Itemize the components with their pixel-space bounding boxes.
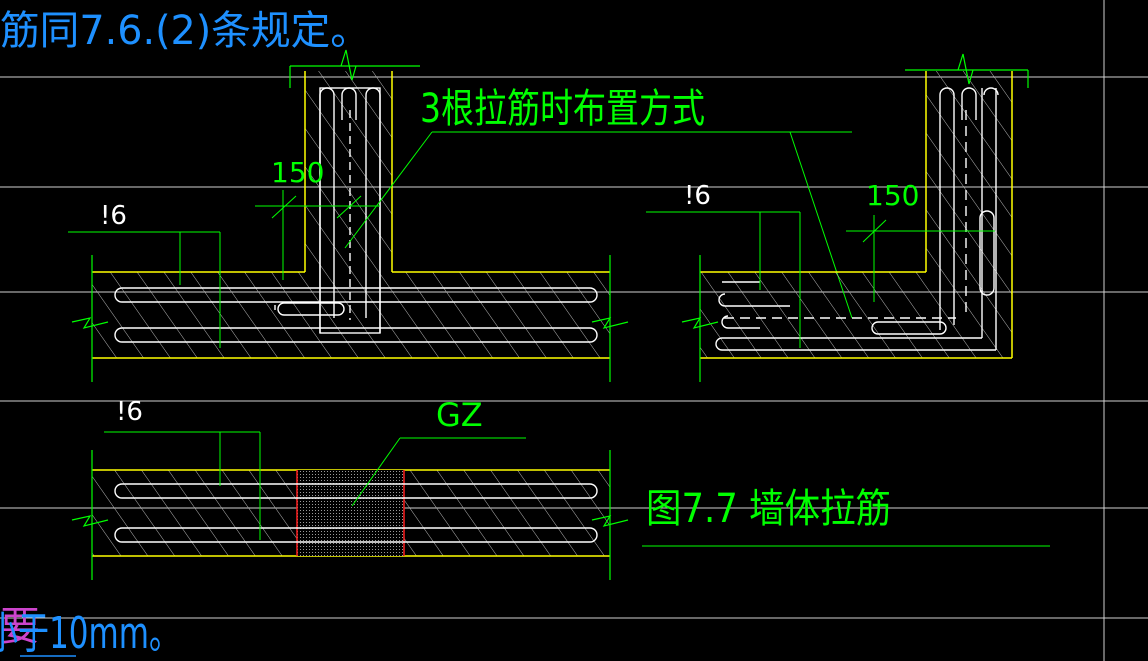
header-text: 筋同7.6.(2)条规定。 — [0, 8, 370, 54]
footer-mark: 要 — [0, 604, 40, 650]
left-t-wall: !6 150 — [68, 49, 629, 382]
dim-150-right: 150 — [866, 179, 919, 212]
label-gz: GZ — [436, 396, 483, 434]
bottom-wall: !6 GZ — [71, 396, 629, 580]
dim-6-b: !6 — [684, 181, 711, 211]
label-three-ties: 3根拉筋时布置方式 — [420, 86, 705, 132]
footer-text: 不应小于10mm。 — [0, 608, 180, 659]
figure-caption: 图7.7 墙体拉筋 — [646, 486, 891, 532]
right-l-wall: !6 150 — [646, 53, 1029, 382]
dim-6-a: !6 — [100, 201, 127, 231]
dim-6-c: !6 — [116, 397, 143, 427]
dim-150-left: 150 — [271, 156, 324, 189]
